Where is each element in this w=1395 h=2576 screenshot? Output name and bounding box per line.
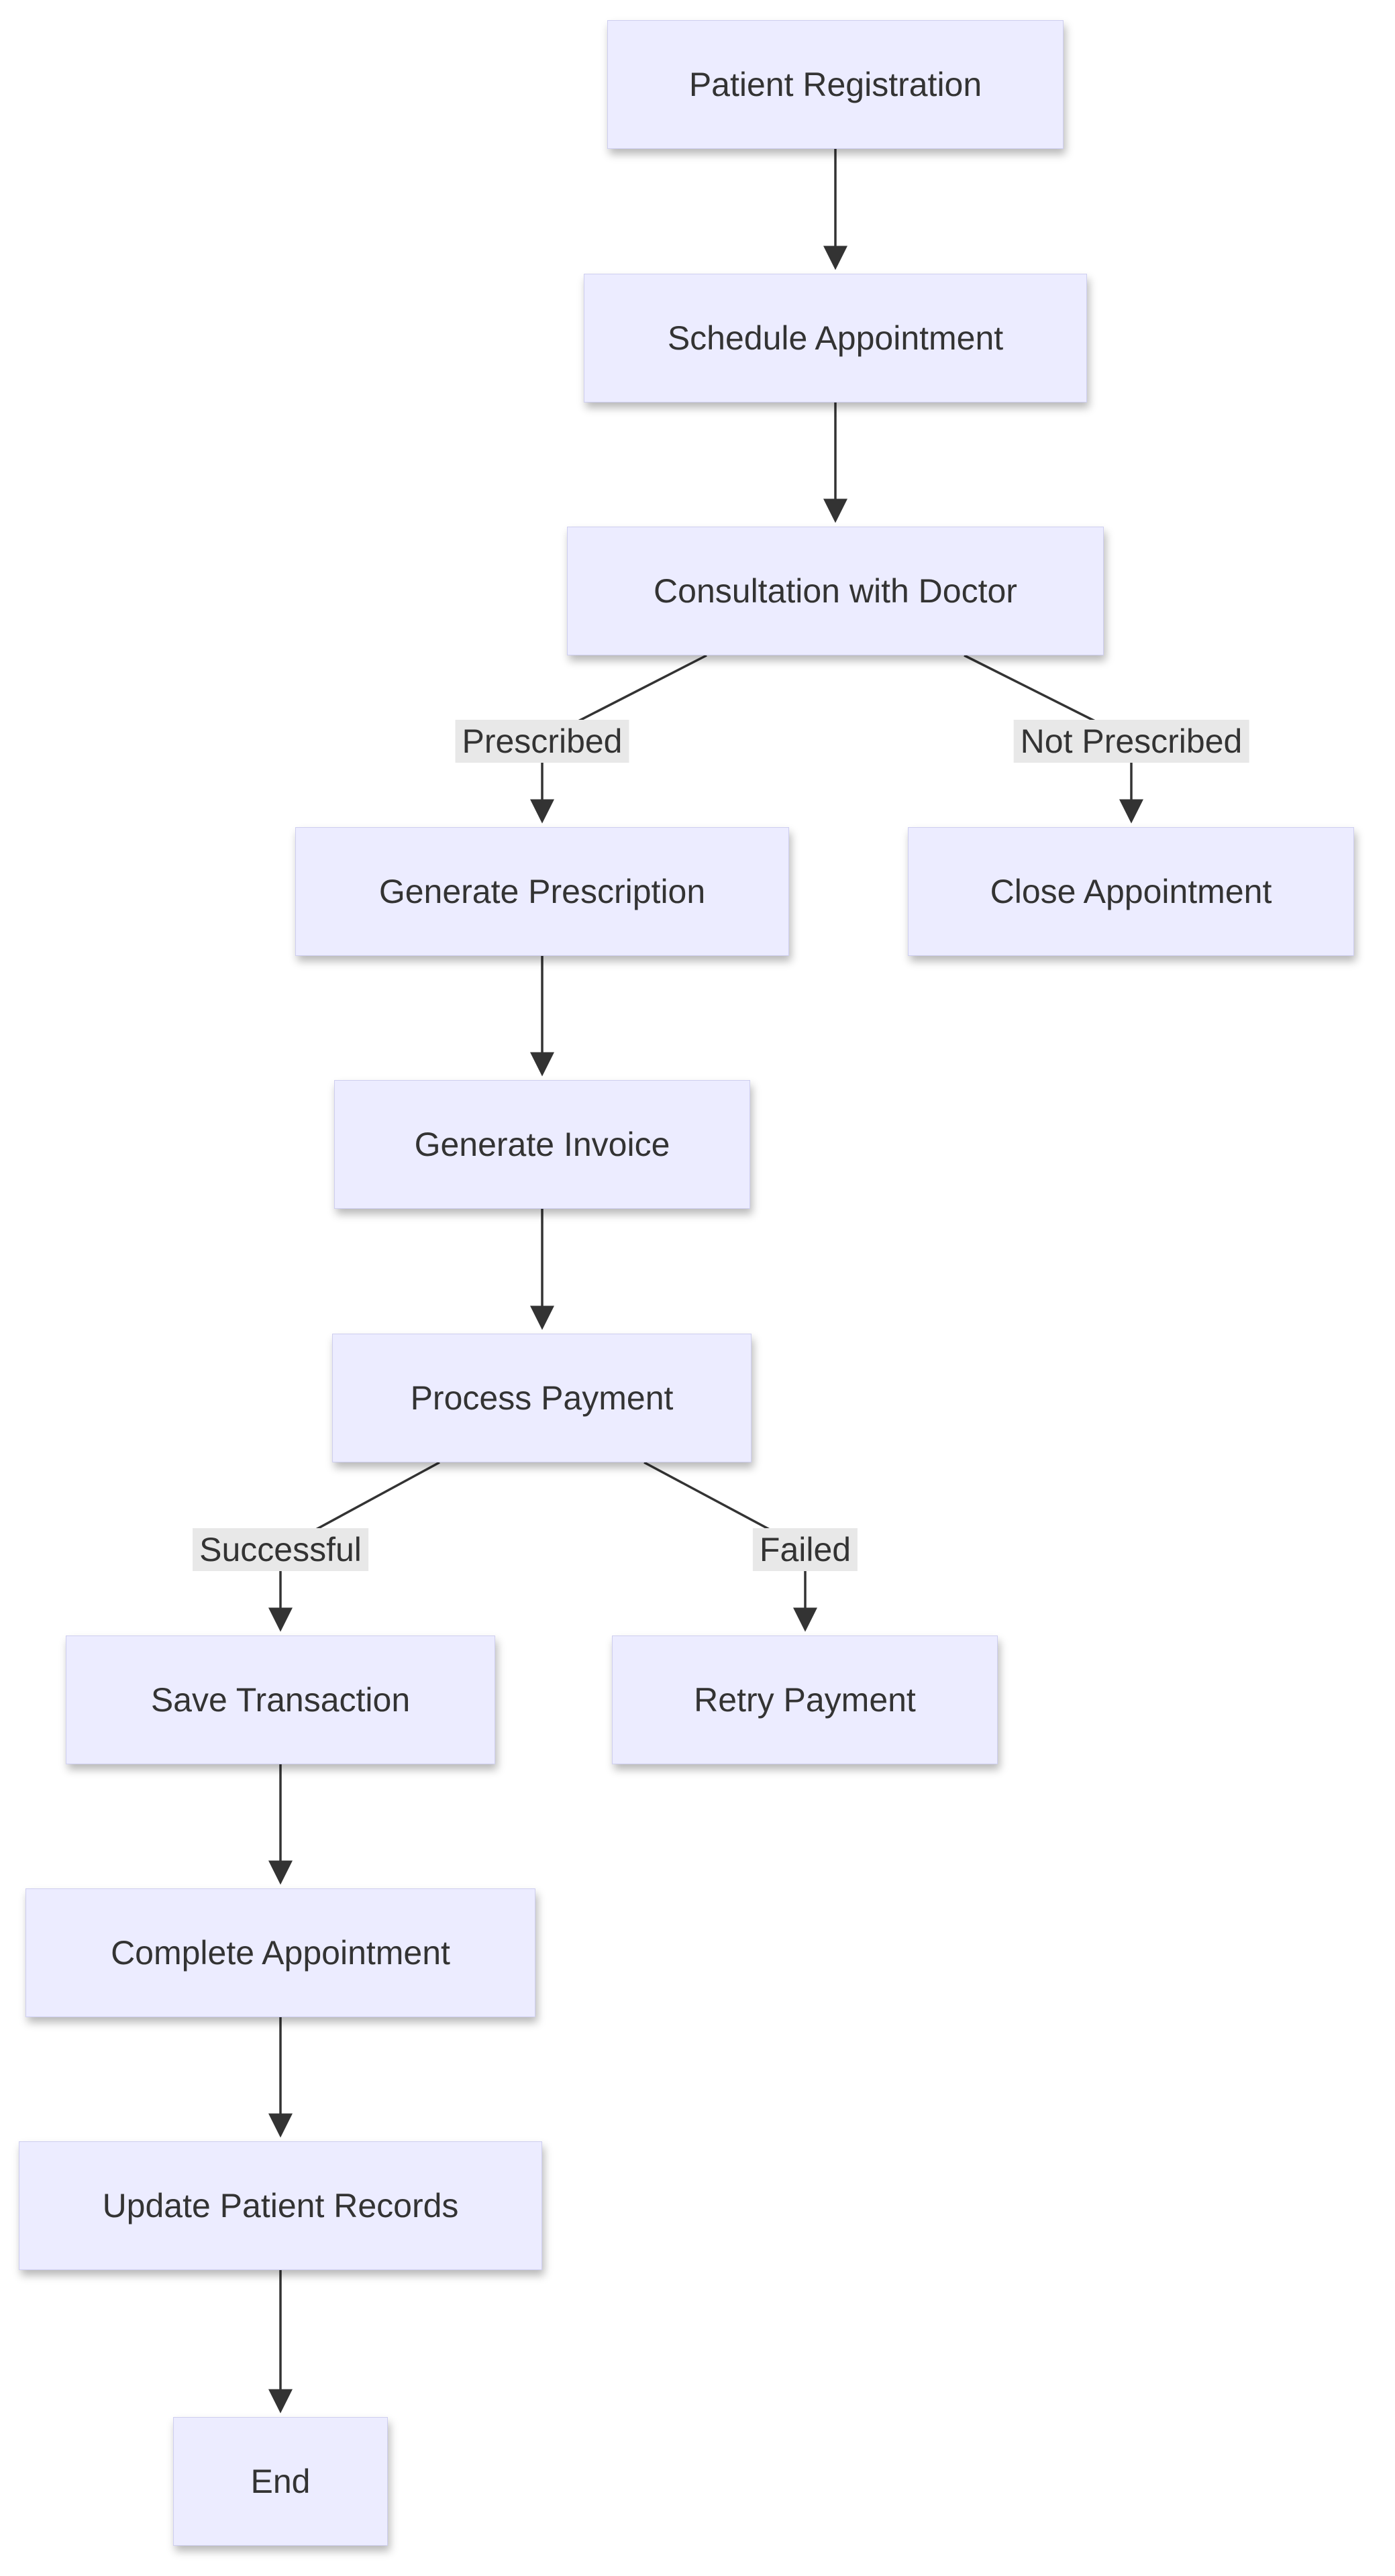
node-label-complete-appointment: Complete Appointment xyxy=(111,1934,450,1972)
node-retry-payment: Retry Payment xyxy=(612,1635,998,1764)
node-consultation-with-doctor: Consultation with Doctor xyxy=(567,527,1104,655)
node-label-process-payment: Process Payment xyxy=(410,1379,674,1417)
node-label-consultation-with-doctor: Consultation with Doctor xyxy=(654,572,1017,610)
node-schedule-appointment: Schedule Appointment xyxy=(584,274,1087,402)
edge-label-successful: Successful xyxy=(193,1528,368,1571)
node-end: End xyxy=(173,2417,388,2546)
node-label-generate-invoice: Generate Invoice xyxy=(414,1126,670,1163)
node-update-patient-records: Update Patient Records xyxy=(19,2141,542,2270)
node-label-patient-registration: Patient Registration xyxy=(688,66,982,103)
edge-label-not-prescribed: Not Prescribed xyxy=(1013,720,1249,763)
node-label-schedule-appointment: Schedule Appointment xyxy=(667,319,1004,357)
node-complete-appointment: Complete Appointment xyxy=(25,1888,535,2017)
node-generate-invoice: Generate Invoice xyxy=(334,1080,750,1209)
node-label-retry-payment: Retry Payment xyxy=(694,1681,916,1719)
node-process-payment: Process Payment xyxy=(332,1334,752,1462)
node-label-generate-prescription: Generate Prescription xyxy=(378,873,706,910)
node-label-update-patient-records: Update Patient Records xyxy=(102,2187,459,2224)
node-close-appointment: Close Appointment xyxy=(908,827,1354,956)
node-generate-prescription: Generate Prescription xyxy=(295,827,789,956)
node-label-end: End xyxy=(250,2463,311,2500)
node-save-transaction: Save Transaction xyxy=(66,1635,495,1764)
edge-label-failed: Failed xyxy=(752,1528,858,1571)
node-label-close-appointment: Close Appointment xyxy=(990,873,1272,910)
node-label-save-transaction: Save Transaction xyxy=(150,1681,411,1719)
node-patient-registration: Patient Registration xyxy=(607,20,1064,149)
edge-label-prescribed: Prescribed xyxy=(455,720,629,763)
